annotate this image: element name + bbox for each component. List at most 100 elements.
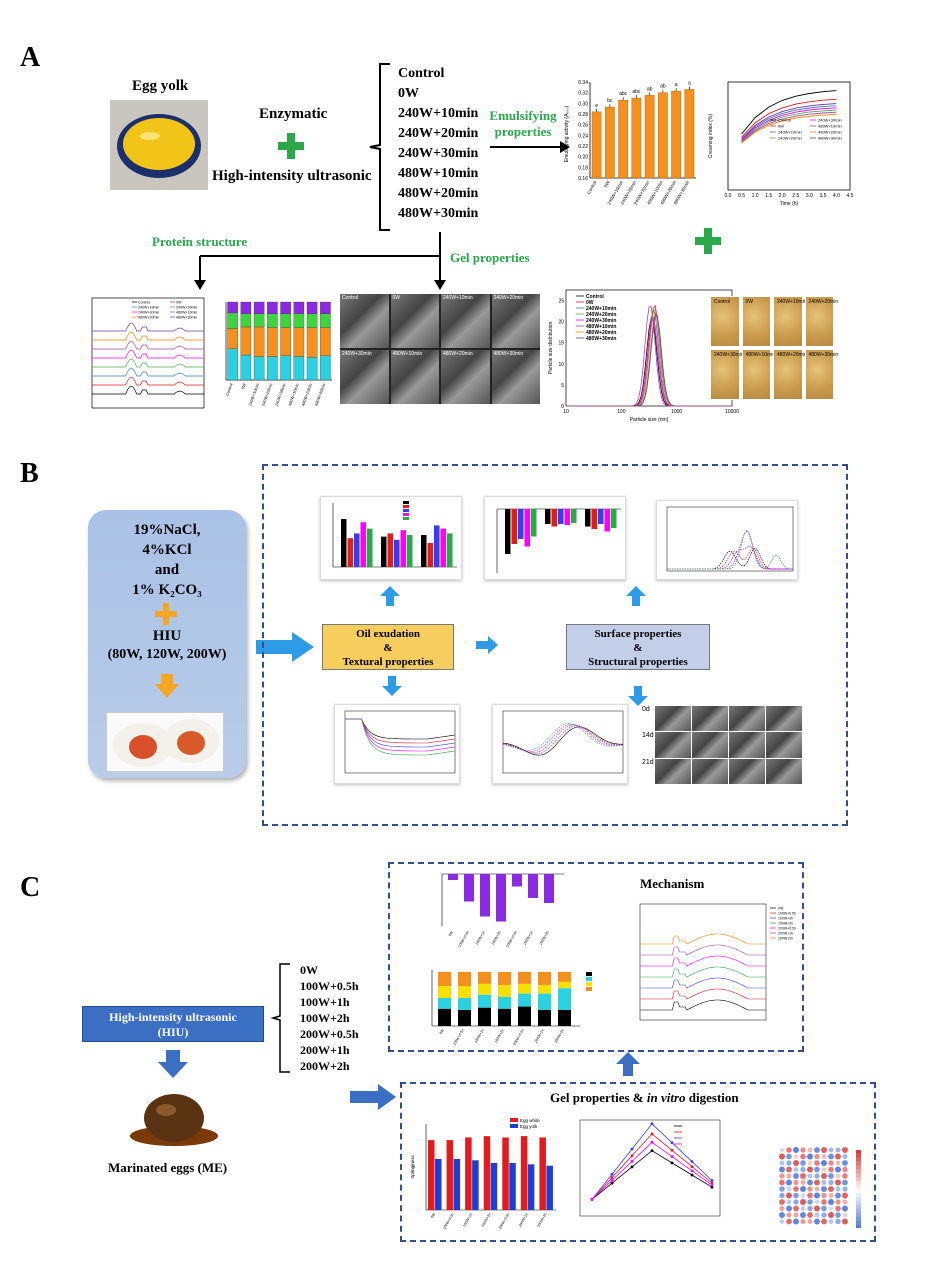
surface-structural-box: Surface properties & Structural properti… bbox=[566, 624, 710, 670]
heatmap-cell bbox=[828, 1212, 834, 1218]
heatmap-cell bbox=[828, 1160, 834, 1166]
legend-entry: 0W bbox=[778, 124, 784, 129]
legend-entry: 240W+30min bbox=[818, 118, 842, 123]
x-tick-label: 100 bbox=[617, 409, 626, 415]
stacked-segment bbox=[306, 301, 318, 314]
stacked-segment bbox=[518, 972, 531, 984]
spectrum-line bbox=[640, 955, 766, 967]
spectrum-line bbox=[640, 966, 766, 978]
x-tick-label: 200W+2h bbox=[554, 1028, 565, 1043]
y-tick-label: 25 bbox=[558, 299, 564, 305]
condition-brace bbox=[369, 63, 390, 231]
colorbar-segment bbox=[856, 1208, 861, 1213]
x-tick-label: 100W+0.5h bbox=[452, 1028, 464, 1046]
structural-label: Structural properties bbox=[588, 656, 688, 668]
x-tick-label: 240W+20min bbox=[261, 383, 274, 407]
heatmap-cell bbox=[821, 1154, 827, 1159]
structure-line-thumb bbox=[656, 500, 798, 580]
heatmap-cell bbox=[793, 1173, 799, 1179]
x-tick-label: 2.0 bbox=[779, 193, 786, 199]
heatmap-cell bbox=[828, 1193, 834, 1198]
y-axis-label: Particle size distribution bbox=[548, 322, 554, 375]
spectrum-line bbox=[92, 340, 204, 350]
heatmap-cell bbox=[814, 1173, 820, 1179]
hiu-c-line-1: High-intensity ultrasonic bbox=[109, 1010, 237, 1024]
stacked-segment bbox=[498, 972, 511, 985]
stacked-segment bbox=[498, 996, 511, 1009]
colorbar-segment bbox=[856, 1165, 861, 1170]
amp-label-2: & bbox=[633, 642, 643, 654]
panel-b-results-frame bbox=[262, 464, 848, 826]
stacked-segment bbox=[306, 327, 318, 358]
bar bbox=[591, 111, 602, 179]
heatmap-cell bbox=[842, 1186, 848, 1192]
egg-yolk-label: Egg yolk bbox=[132, 78, 189, 94]
heatmap-cell bbox=[842, 1192, 848, 1199]
x-tick-label: 200W+1h bbox=[518, 1212, 529, 1227]
x-tick-label: 100W+1h bbox=[462, 1212, 473, 1227]
digestion-line-chart bbox=[566, 1114, 726, 1234]
bar bbox=[598, 509, 604, 524]
textural-label: Textural properties bbox=[342, 656, 434, 668]
stacked-segment bbox=[293, 301, 305, 314]
stacked-segment bbox=[240, 326, 252, 356]
heatmap-cell bbox=[779, 1179, 785, 1186]
x-tick-label: 1.5 bbox=[765, 193, 772, 199]
heatmap-cell bbox=[814, 1153, 820, 1160]
series-line bbox=[345, 718, 456, 756]
condition-item: 200W+1h bbox=[300, 1043, 350, 1057]
bar bbox=[658, 92, 668, 179]
legend-entry: 100W+0.5h bbox=[778, 912, 796, 916]
heatmap-cell bbox=[821, 1173, 827, 1179]
heatmap-cell bbox=[814, 1186, 820, 1192]
micrograph: 0W bbox=[741, 296, 771, 347]
legend-entry: 200W+1h bbox=[778, 932, 793, 936]
plus-icon-b bbox=[155, 603, 177, 625]
heatmap-cell bbox=[835, 1218, 841, 1225]
bar bbox=[427, 543, 433, 567]
stacked-segment bbox=[253, 356, 265, 381]
heatmap-cell bbox=[828, 1199, 834, 1205]
bar bbox=[360, 522, 366, 567]
heatmap-cell bbox=[800, 1212, 806, 1218]
protein-structure-label: Protein structure bbox=[152, 234, 248, 249]
heatmap-cell bbox=[779, 1186, 785, 1192]
condition-item: 0W bbox=[300, 963, 318, 977]
bar bbox=[421, 535, 427, 567]
hiu-powers-label: (80W, 120W, 200W) bbox=[107, 647, 227, 662]
bar bbox=[428, 1140, 435, 1210]
heatmap-cell bbox=[786, 1192, 792, 1199]
sem-image bbox=[655, 732, 691, 758]
stacked-segment bbox=[438, 997, 451, 1009]
spectrum-line bbox=[92, 358, 204, 368]
x-tick-label: 100W+0.5h bbox=[442, 1212, 454, 1230]
series-line bbox=[591, 1123, 713, 1200]
sem-image bbox=[729, 732, 765, 758]
stacked-segment bbox=[438, 972, 451, 987]
legend-entry: 240W+20min bbox=[176, 306, 197, 310]
heatmap-cell bbox=[821, 1199, 827, 1205]
sem-image-grid: Control 0W 240W+10min 240W+20min 240W+30… bbox=[340, 294, 540, 404]
heatmap-cell bbox=[814, 1192, 820, 1199]
legend-entry: Egg white bbox=[520, 1118, 540, 1123]
heatmap-cell bbox=[786, 1166, 792, 1173]
heatmap-cell bbox=[821, 1186, 827, 1192]
heatmap-cell bbox=[828, 1173, 834, 1179]
condition-item: 100W+2h bbox=[300, 1011, 350, 1025]
y-tick-label: 0.26 bbox=[578, 123, 588, 129]
micrograph: 480W+10min bbox=[741, 349, 775, 400]
heatmap-cell bbox=[786, 1212, 792, 1218]
stacked-segment bbox=[280, 301, 291, 314]
series-line bbox=[741, 109, 837, 142]
heatmap-cell bbox=[828, 1219, 834, 1224]
heatmap-cell bbox=[800, 1193, 806, 1198]
bar bbox=[490, 1162, 498, 1210]
plus-icon-a1 bbox=[278, 133, 304, 159]
condition-item: Control bbox=[398, 66, 445, 81]
stacked-segment bbox=[253, 301, 265, 314]
stacked-segment bbox=[558, 981, 571, 989]
stacked-segment bbox=[227, 301, 238, 314]
condition-brace-c bbox=[270, 963, 290, 1073]
ultrasonic-label: High-intensity ultrasonic bbox=[212, 168, 372, 184]
